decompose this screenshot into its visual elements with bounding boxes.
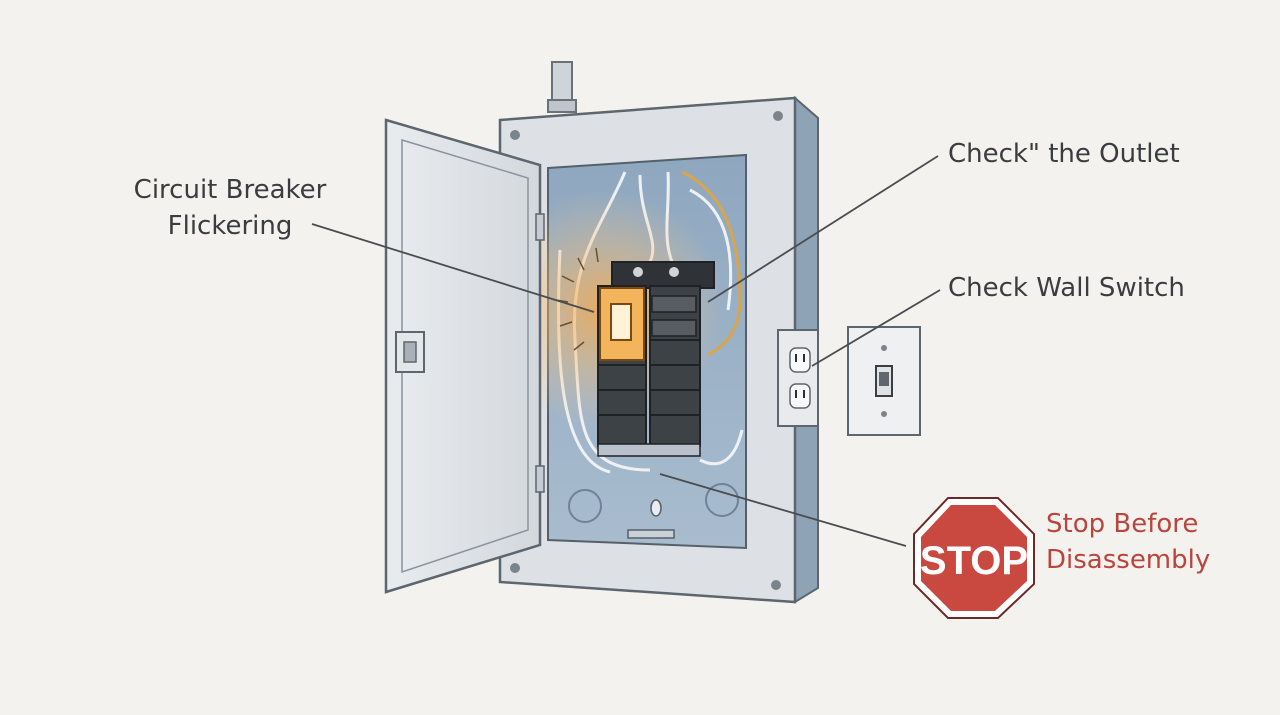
label-stop-line1: Stop Before	[1046, 509, 1199, 539]
label-breaker-line2: Flickering	[167, 211, 293, 241]
label-stop-line2: Disassembly	[1046, 545, 1211, 575]
label-circuit-breaker-flickering: Circuit Breaker Flickering	[130, 172, 330, 244]
stop-sign: STOP	[913, 497, 1035, 619]
panel-door	[384, 118, 545, 594]
label-check-outlet: Check" the Outlet	[948, 139, 1180, 169]
leader-breaker	[311, 223, 595, 313]
leader-stop	[659, 473, 907, 547]
stop-sign-text: STOP	[920, 539, 1028, 583]
breaker-assembly	[597, 261, 715, 457]
label-stop-before-disassembly: Stop Before Disassembly	[1046, 506, 1210, 578]
leader-switch	[811, 289, 941, 367]
leader-lines	[311, 155, 941, 547]
wall-switch	[847, 326, 921, 436]
outlet	[777, 329, 819, 427]
leader-outlet	[707, 155, 939, 303]
label-breaker-line1: Circuit Breaker	[133, 175, 327, 205]
conduit-pipe	[547, 61, 577, 113]
label-check-wall-switch: Check Wall Switch	[948, 273, 1185, 303]
